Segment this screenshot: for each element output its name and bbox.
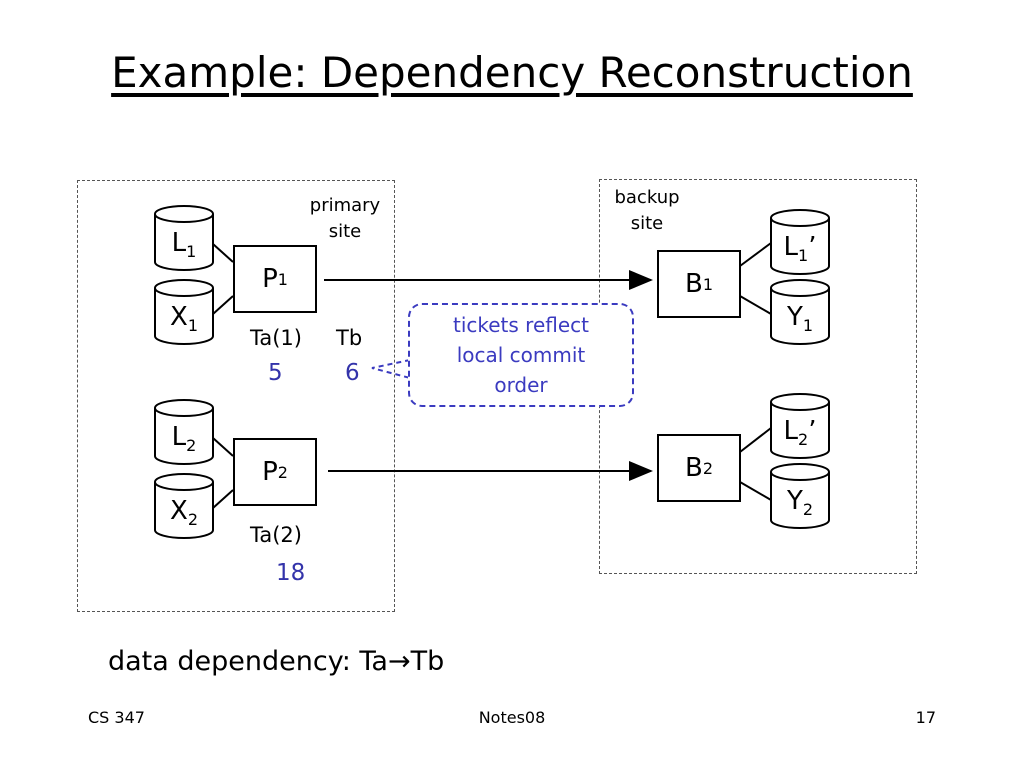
cylinder-x1	[154, 279, 214, 345]
backup-site-label: backup site	[614, 187, 680, 234]
data-y2-label: Y2	[786, 486, 814, 519]
callout-tickets: tickets reflect local commit order	[408, 303, 634, 407]
data-x1-label: X1	[170, 302, 198, 335]
log-l2-label: L2	[171, 422, 197, 455]
footer-page-number: 17	[915, 708, 936, 727]
cylinder-l1-prime	[770, 209, 830, 275]
log-l1-label: L1	[171, 228, 197, 261]
primary-site-label: primary site	[309, 195, 381, 242]
data-dependency-text: data dependency: Ta→Tb	[108, 646, 445, 677]
log-l1-prime-label: L1’	[783, 232, 817, 265]
cylinder-l2	[154, 399, 214, 465]
data-y1-label: Y1	[786, 302, 814, 335]
txn-tb-label: Tb	[336, 326, 363, 350]
footer-course: CS 347	[88, 708, 145, 727]
ticket-ta2: 18	[276, 560, 306, 586]
cylinder-l2-prime	[770, 393, 830, 459]
ticket-tb: 6	[345, 360, 360, 386]
txn-ta2-label: Ta(2)	[250, 523, 302, 547]
ticket-ta1: 5	[268, 360, 283, 386]
log-l2-prime-label: L2’	[783, 416, 817, 449]
right-arrow-icon: →	[387, 646, 411, 677]
cylinder-x2	[154, 473, 214, 539]
slide-title: Example: Dependency Reconstruction	[111, 48, 913, 97]
cylinder-y2	[770, 463, 830, 529]
cylinder-y1	[770, 279, 830, 345]
cylinder-l1	[154, 205, 214, 271]
txn-ta1-label: Ta(1)	[250, 326, 302, 350]
primary-site-box	[77, 180, 395, 612]
data-x2-label: X2	[170, 496, 198, 529]
callout-pointer	[371, 359, 411, 379]
footer-notes: Notes08	[478, 708, 546, 727]
